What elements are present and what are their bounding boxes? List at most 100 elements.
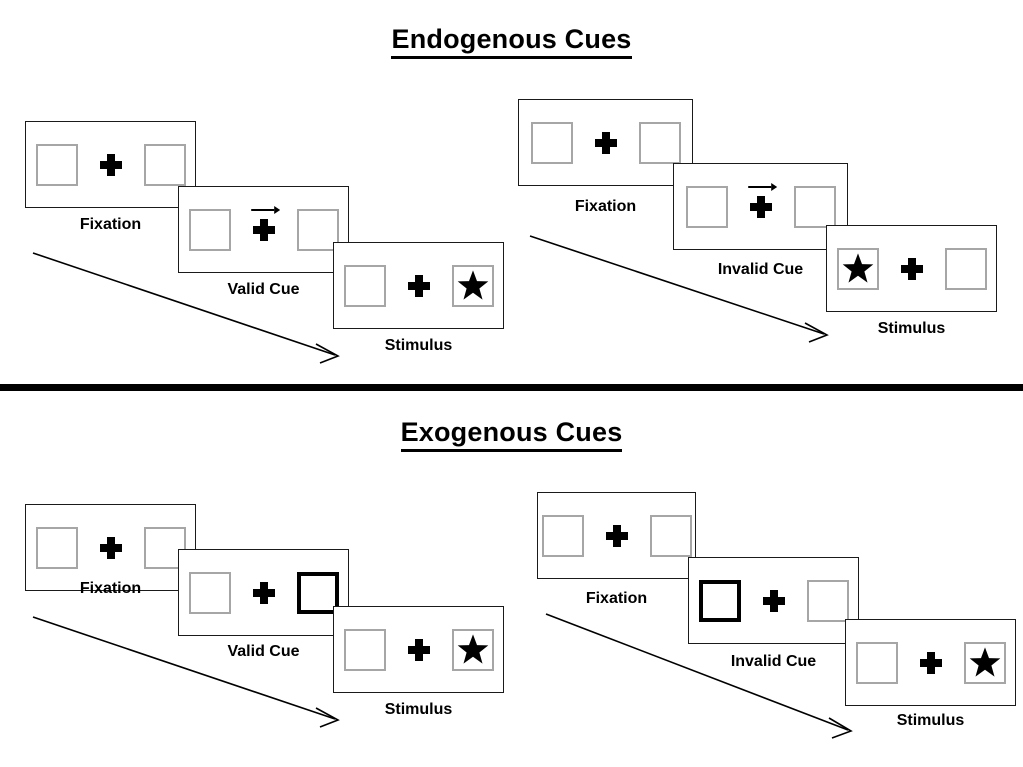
right-box-with-star bbox=[963, 641, 1006, 684]
right-box-with-star bbox=[451, 264, 494, 307]
spacer bbox=[617, 142, 639, 143]
left-box bbox=[685, 185, 728, 228]
star-icon bbox=[969, 646, 1000, 677]
right-box bbox=[649, 514, 692, 557]
spacer bbox=[573, 142, 595, 143]
spacer bbox=[231, 229, 253, 230]
fixation-cross-icon bbox=[919, 651, 942, 674]
panel-exogenous-invalid-fixation[interactable] bbox=[537, 492, 696, 579]
panel-content bbox=[343, 628, 494, 671]
fixation-cross-icon bbox=[605, 524, 628, 547]
section-title-endogenous-wrap: Endogenous Cues bbox=[0, 24, 1023, 59]
fixation-cross-icon bbox=[252, 581, 275, 604]
spacer bbox=[430, 285, 452, 286]
fixation-cross-icon bbox=[747, 182, 777, 218]
spacer bbox=[430, 649, 452, 650]
panel-content bbox=[188, 571, 339, 614]
panel-endogenous-invalid-fixation[interactable] bbox=[518, 99, 693, 186]
panel-endogenous-valid-cue[interactable] bbox=[178, 186, 349, 273]
panel-exogenous-valid-stimulus[interactable] bbox=[333, 606, 504, 693]
spacer bbox=[942, 662, 964, 663]
panel-content bbox=[188, 205, 339, 251]
cue-arrow-right-icon bbox=[747, 182, 777, 191]
left-box-with-star bbox=[836, 247, 879, 290]
star-icon bbox=[457, 633, 488, 664]
right-box-with-star bbox=[451, 628, 494, 671]
panel-label-stimulus: Stimulus bbox=[384, 337, 453, 354]
panel-label-fixation: Fixation bbox=[79, 216, 142, 233]
panel-label-valid-cue: Valid Cue bbox=[227, 643, 300, 660]
cue-arrow-right-icon bbox=[250, 205, 280, 214]
panel-endogenous-invalid-stimulus[interactable] bbox=[826, 225, 997, 312]
panel-exogenous-invalid-cue[interactable] bbox=[688, 557, 859, 644]
spacer bbox=[122, 547, 144, 548]
left-box bbox=[541, 514, 584, 557]
section-divider bbox=[0, 384, 1023, 391]
left-box bbox=[35, 526, 78, 569]
panel-content bbox=[836, 247, 987, 290]
left-box bbox=[343, 264, 386, 307]
right-box-cued bbox=[296, 571, 339, 614]
fixation-cross-icon bbox=[900, 257, 923, 280]
panel-endogenous-valid-stimulus[interactable] bbox=[333, 242, 504, 329]
section-title-exogenous-wrap: Exogenous Cues bbox=[0, 417, 1023, 452]
spacer bbox=[741, 600, 763, 601]
panel-endogenous-valid-fixation[interactable] bbox=[25, 121, 196, 208]
panel-content bbox=[530, 121, 681, 164]
spacer bbox=[628, 535, 650, 536]
fixation-cross-icon bbox=[99, 536, 122, 559]
fixation-cross-icon bbox=[99, 153, 122, 176]
left-box bbox=[855, 641, 898, 684]
fixation-cross-icon bbox=[594, 131, 617, 154]
fixation-cross-icon bbox=[407, 274, 430, 297]
star-icon bbox=[842, 252, 873, 283]
spacer bbox=[785, 600, 807, 601]
fixation-cross-icon bbox=[250, 205, 280, 241]
spacer bbox=[78, 547, 100, 548]
spacer bbox=[78, 164, 100, 165]
right-box bbox=[793, 185, 836, 228]
panel-content bbox=[685, 182, 836, 228]
left-box bbox=[343, 628, 386, 671]
right-box bbox=[806, 579, 849, 622]
panel-label-stimulus: Stimulus bbox=[384, 701, 453, 718]
panel-label-stimulus: Stimulus bbox=[877, 320, 946, 337]
panel-exogenous-valid-fixation[interactable] bbox=[25, 504, 196, 591]
right-box bbox=[638, 121, 681, 164]
panel-content bbox=[35, 143, 186, 186]
panel-label-fixation: Fixation bbox=[585, 590, 648, 607]
spacer bbox=[275, 592, 297, 593]
fixation-cross-icon bbox=[407, 638, 430, 661]
panel-exogenous-invalid-stimulus[interactable] bbox=[845, 619, 1016, 706]
spacer bbox=[122, 164, 144, 165]
panel-label-stimulus: Stimulus bbox=[896, 712, 965, 729]
section-title-exogenous: Exogenous Cues bbox=[400, 417, 623, 452]
spacer bbox=[231, 592, 253, 593]
section-title-endogenous: Endogenous Cues bbox=[391, 24, 632, 59]
left-box bbox=[188, 571, 231, 614]
spacer bbox=[275, 229, 297, 230]
spacer bbox=[386, 285, 408, 286]
right-box bbox=[143, 143, 186, 186]
spacer bbox=[584, 535, 606, 536]
panel-exogenous-valid-cue[interactable] bbox=[178, 549, 349, 636]
left-box bbox=[530, 121, 573, 164]
right-box bbox=[944, 247, 987, 290]
spacer bbox=[923, 268, 945, 269]
panel-content bbox=[343, 264, 494, 307]
panel-endogenous-invalid-cue[interactable] bbox=[673, 163, 848, 250]
right-box bbox=[296, 208, 339, 251]
panel-label-fixation: Fixation bbox=[79, 580, 142, 597]
panel-label-valid-cue: Valid Cue bbox=[227, 281, 300, 298]
fixation-cross-icon bbox=[762, 589, 785, 612]
left-box bbox=[35, 143, 78, 186]
star-icon bbox=[457, 269, 488, 300]
panel-label-invalid-cue: Invalid Cue bbox=[730, 653, 817, 670]
spacer bbox=[386, 649, 408, 650]
left-box bbox=[188, 208, 231, 251]
panel-content bbox=[855, 641, 1006, 684]
spacer bbox=[879, 268, 901, 269]
spacer bbox=[772, 206, 794, 207]
spacer bbox=[898, 662, 920, 663]
